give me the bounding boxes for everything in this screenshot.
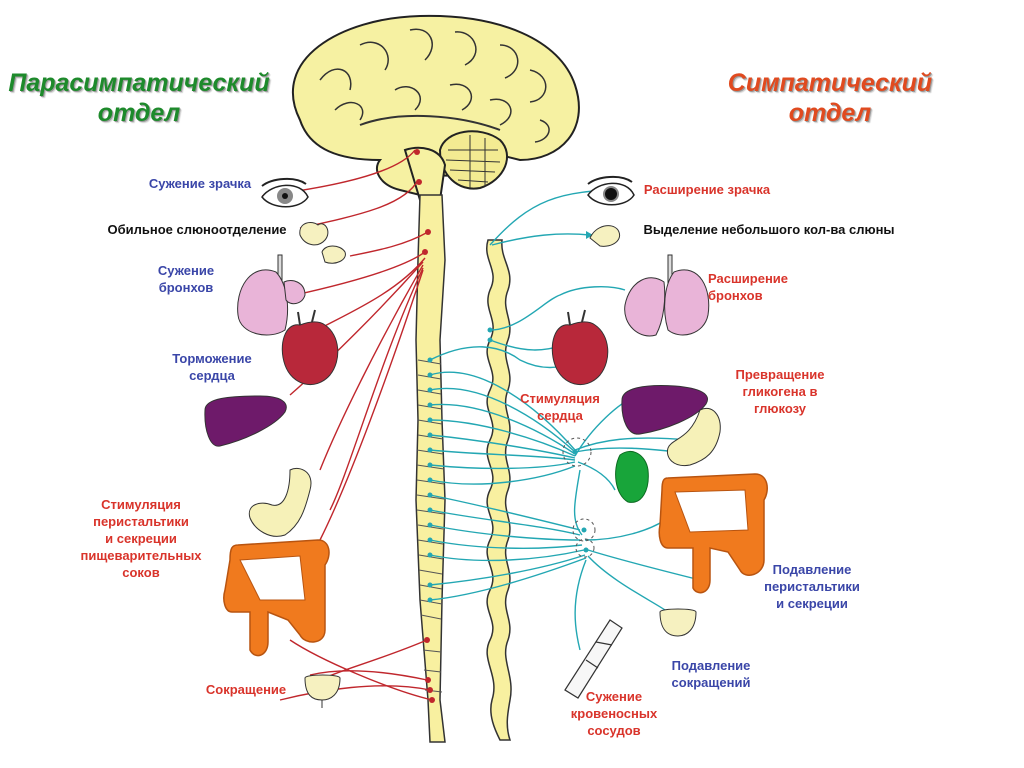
label-heart-stimulation: Стимуляция сердца — [520, 391, 600, 423]
label-bronchi-dilation: Расширение бронхов — [708, 271, 789, 303]
label-pupil-constriction: Сужение зрачка — [148, 176, 252, 191]
brain — [292, 14, 580, 201]
label-digestion-stimulation: Стимуляция перистальтики и секреции пище… — [80, 497, 202, 580]
label-salivation-abundant: Обильное слюноотделение — [107, 222, 287, 237]
bladder-right — [659, 608, 697, 637]
lungs-left — [237, 254, 306, 336]
eye-right — [587, 176, 635, 206]
salivary-gland-left — [299, 222, 346, 264]
label-salivation-small: Выделение небольшого кол-ва слюны — [643, 222, 895, 237]
sympathetic-title: Симпатический отдел — [727, 69, 933, 127]
blood-vessel — [564, 619, 623, 699]
parasympathetic-ganglia — [414, 149, 435, 703]
label-pupil-dilation: Расширение зрачка — [643, 182, 771, 197]
label-heart-inhibition: Торможение сердца — [172, 351, 252, 383]
liver-right — [621, 385, 708, 435]
salivary-gland-right — [589, 225, 620, 247]
heart-left — [281, 309, 339, 385]
sympathetic-plexus — [562, 437, 596, 558]
intestine-left — [223, 539, 330, 657]
liver-left — [204, 395, 287, 447]
stomach-left — [248, 467, 312, 537]
lungs-right — [624, 254, 710, 337]
gallbladder-right — [615, 450, 649, 503]
bladder-left — [304, 674, 341, 708]
label-vessel-constriction: Сужение кровеносных сосудов — [570, 689, 658, 738]
sympathetic-trunk — [486, 239, 512, 741]
label-bladder-contraction: Сокращение — [205, 682, 287, 697]
eye-left — [261, 178, 309, 208]
label-bronchi-constriction: Сужение бронхов — [157, 263, 215, 295]
label-peristalsis-suppression: Подавление перистальтики и секреции — [764, 562, 860, 611]
stomach-right — [666, 408, 721, 467]
intestine-right — [658, 473, 768, 594]
label-glycogen-conversion: Превращение гликогена в глюкозу — [735, 367, 825, 416]
heart-right — [551, 309, 609, 385]
label-bladder-suppression: Подавление сокращений — [671, 658, 751, 690]
parasympathetic-title: Парасимпатический отдел — [8, 69, 270, 127]
